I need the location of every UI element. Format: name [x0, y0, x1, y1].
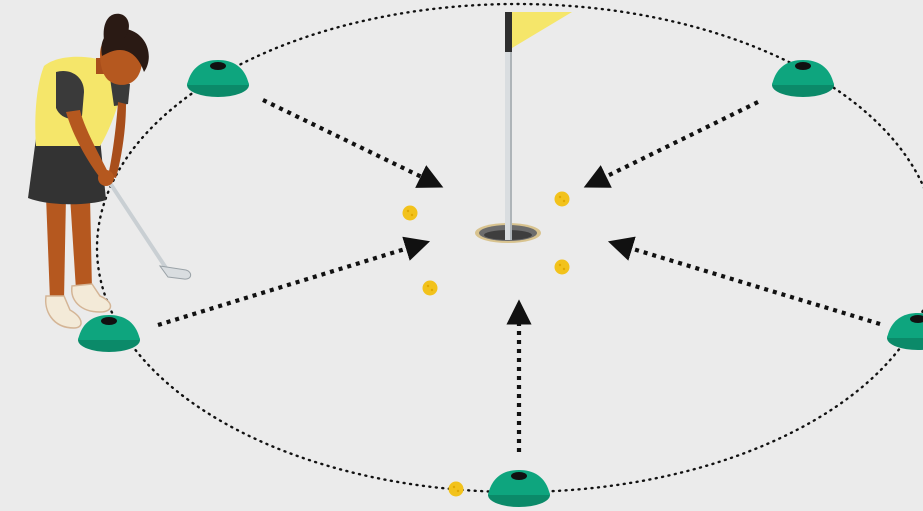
golfer-putting-icon [28, 13, 192, 329]
cone-marker-icon [187, 60, 249, 97]
cone-marker-icon [772, 60, 834, 97]
cone-marker-icon [78, 315, 140, 352]
cone-marker-icon [887, 313, 923, 350]
drill-circle [95, 2, 923, 494]
golf-ball-icon [448, 481, 464, 497]
golf-ball-icon [422, 280, 438, 296]
cones [78, 60, 923, 507]
cone-marker-icon [488, 470, 550, 507]
golf-ball-icon [554, 191, 570, 207]
dotted-arrow-icon [157, 236, 431, 328]
golf-balls [402, 191, 570, 497]
golf-ball-icon [554, 259, 570, 275]
golf-ball-icon [402, 205, 418, 221]
arrows [157, 98, 881, 452]
dotted-arrow-icon [607, 236, 881, 327]
dotted-arrow-icon [583, 100, 759, 188]
flagstick-icon [505, 12, 572, 240]
dotted-arrow-icon [262, 98, 444, 188]
